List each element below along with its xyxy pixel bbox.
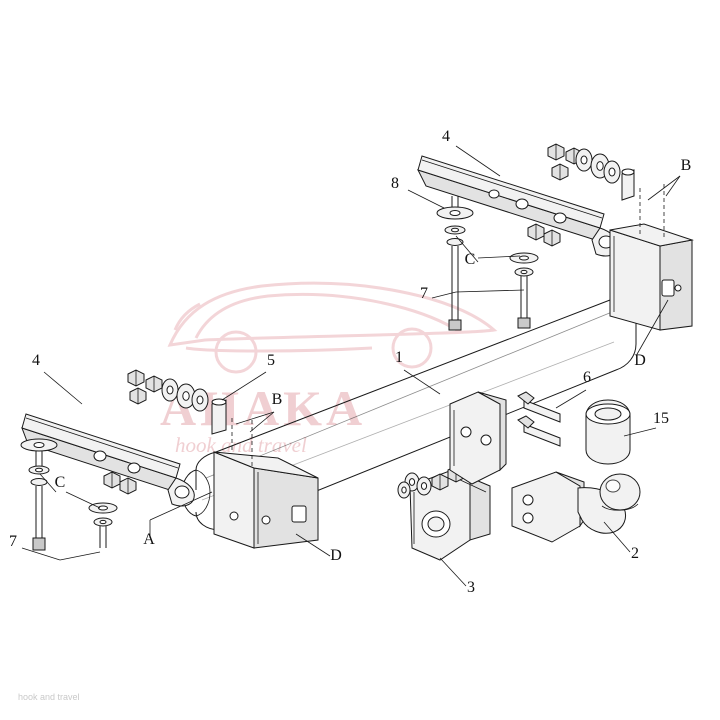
callout-label-c-upper: C	[465, 251, 476, 268]
bracket-b-dashed-lower	[231, 418, 253, 466]
part-bolt-row-upper-right	[527, 143, 635, 247]
callout-label-b-lower: B	[272, 391, 283, 408]
part-tow-ball-arm	[511, 471, 641, 543]
callout-label-7-lower: 7	[9, 533, 17, 550]
callout-label-2: 2	[631, 545, 639, 562]
callout-label-6: 6	[583, 369, 591, 386]
part-washer-stack-8	[436, 206, 474, 331]
callout-label-5: 5	[267, 352, 275, 369]
part-washer-c-lower	[88, 502, 118, 548]
watermark-car-silhouette	[167, 281, 498, 374]
part-cap-cover-15	[585, 399, 631, 465]
part-washer-c-upper	[509, 252, 539, 329]
part-bracket-d-upper	[609, 223, 694, 331]
part-hardware-cluster-socket	[397, 465, 465, 499]
bracket-b-dashed-upper	[639, 184, 665, 240]
callout-label-8: 8	[391, 175, 399, 192]
callout-label-3: 3	[467, 579, 475, 596]
callout-label-d-lower: D	[330, 547, 342, 564]
callout-label-4-lower: 4	[32, 352, 40, 369]
callout-label-d-upper: D	[634, 352, 646, 369]
part-bracket-d-lower	[213, 451, 319, 549]
part-washer-stack-lower-left	[20, 438, 58, 551]
bottom-watermark-code: hook and travel	[18, 692, 80, 702]
callout-label-15: 15	[653, 410, 669, 427]
leader-lines	[21, 145, 681, 587]
callout-label-1: 1	[395, 349, 403, 366]
callout-label-4-upper: 4	[442, 128, 450, 145]
callout-label-a: A	[143, 531, 155, 548]
callout-label-b-upper: B	[681, 157, 692, 174]
part-bolt-pair-6	[517, 391, 561, 447]
part-bolt-row-lower-left	[103, 369, 227, 495]
callout-label-c-lower: C	[55, 474, 66, 491]
watermark-sub-text: hook and travel	[175, 433, 307, 457]
part-side-arm-lower	[21, 413, 195, 507]
part-ball-mount-plate	[449, 391, 507, 485]
callout-label-7-upper: 7	[420, 285, 428, 302]
